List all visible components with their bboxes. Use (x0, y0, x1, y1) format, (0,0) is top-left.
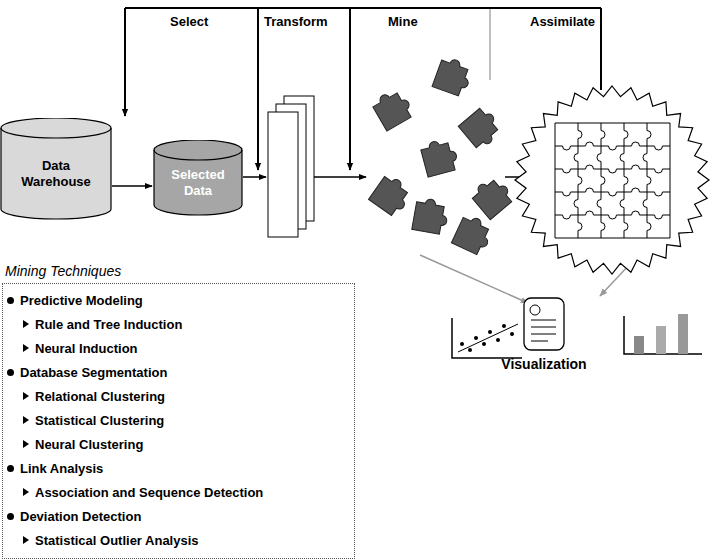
puzzle-piece (412, 197, 450, 235)
step-label: Mine (386, 14, 420, 29)
list-row: Neural Clustering (7, 432, 348, 456)
puzzle-piece (469, 173, 515, 219)
technique-group: Link Analysis (20, 461, 103, 476)
step-label: Select (168, 14, 210, 29)
bullet-triangle (23, 344, 29, 352)
bullet-dot (7, 465, 14, 472)
step-label: Assimilate (528, 14, 597, 29)
list-row: Predictive Modeling (7, 288, 348, 312)
technique-item: Neural Clustering (35, 437, 143, 452)
database-cylinder: Selected Data (153, 140, 243, 216)
list-row: Statistical Clustering (7, 408, 348, 432)
bullet-triangle (23, 536, 29, 544)
puzzle-piece (458, 105, 504, 151)
bullet-triangle (23, 416, 29, 424)
technique-group: Database Segmentation (20, 365, 167, 380)
bar-chart-icon (624, 314, 702, 354)
list-row: Rule and Tree Induction (7, 312, 348, 336)
document-icon (522, 296, 566, 352)
visualization-document: Visualization (478, 296, 610, 372)
database-cylinder: Data Warehouse (0, 118, 112, 220)
bullet-triangle (23, 488, 29, 496)
node-label: Data Warehouse (6, 158, 106, 191)
technique-item: Relational Clustering (35, 389, 165, 404)
puzzle-piece (432, 55, 474, 97)
technique-item: Association and Sequence Detection (35, 485, 263, 500)
puzzle-piece (420, 137, 460, 177)
burst-outline (515, 86, 709, 274)
technique-group: Deviation Detection (20, 509, 141, 524)
transform-stack (268, 96, 314, 237)
puzzle-piece (451, 213, 495, 257)
list-row: Association and Sequence Detection (7, 480, 348, 504)
puzzle-grid (555, 123, 670, 238)
scatter-chart-icon (452, 318, 522, 358)
technique-group: Predictive Modeling (20, 293, 143, 308)
bullet-dot (7, 369, 14, 376)
puzzle-piece (369, 172, 415, 218)
list-row: Relational Clustering (7, 384, 348, 408)
technique-item: Statistical Outlier Analysis (35, 533, 199, 548)
list-row: Database Segmentation (7, 360, 348, 384)
list-row: Neural Induction (7, 336, 348, 360)
bullet-dot (7, 513, 14, 520)
step-label: Transform (262, 14, 330, 29)
assembled-puzzle (515, 86, 709, 274)
node-label: Selected Data (159, 167, 237, 200)
bullet-dot (7, 297, 14, 304)
technique-item: Rule and Tree Induction (35, 317, 182, 332)
list-heading: Mining Techniques (5, 263, 121, 279)
bullet-triangle (23, 440, 29, 448)
technique-list-box: Mining TechniquesPredictive ModelingRule… (2, 283, 355, 559)
bullet-triangle (23, 320, 29, 328)
technique-item: Statistical Clustering (35, 413, 164, 428)
bullet-triangle (23, 392, 29, 400)
visualization-label: Visualization (501, 356, 586, 372)
puzzle-pieces (369, 55, 516, 256)
list-row: Deviation Detection (7, 504, 348, 528)
list-row: Link Analysis (7, 456, 348, 480)
list-row: Statistical Outlier Analysis (7, 528, 348, 552)
technique-item: Neural Induction (35, 341, 138, 356)
flow-arrow (112, 185, 152, 187)
puzzle-piece (370, 86, 415, 131)
